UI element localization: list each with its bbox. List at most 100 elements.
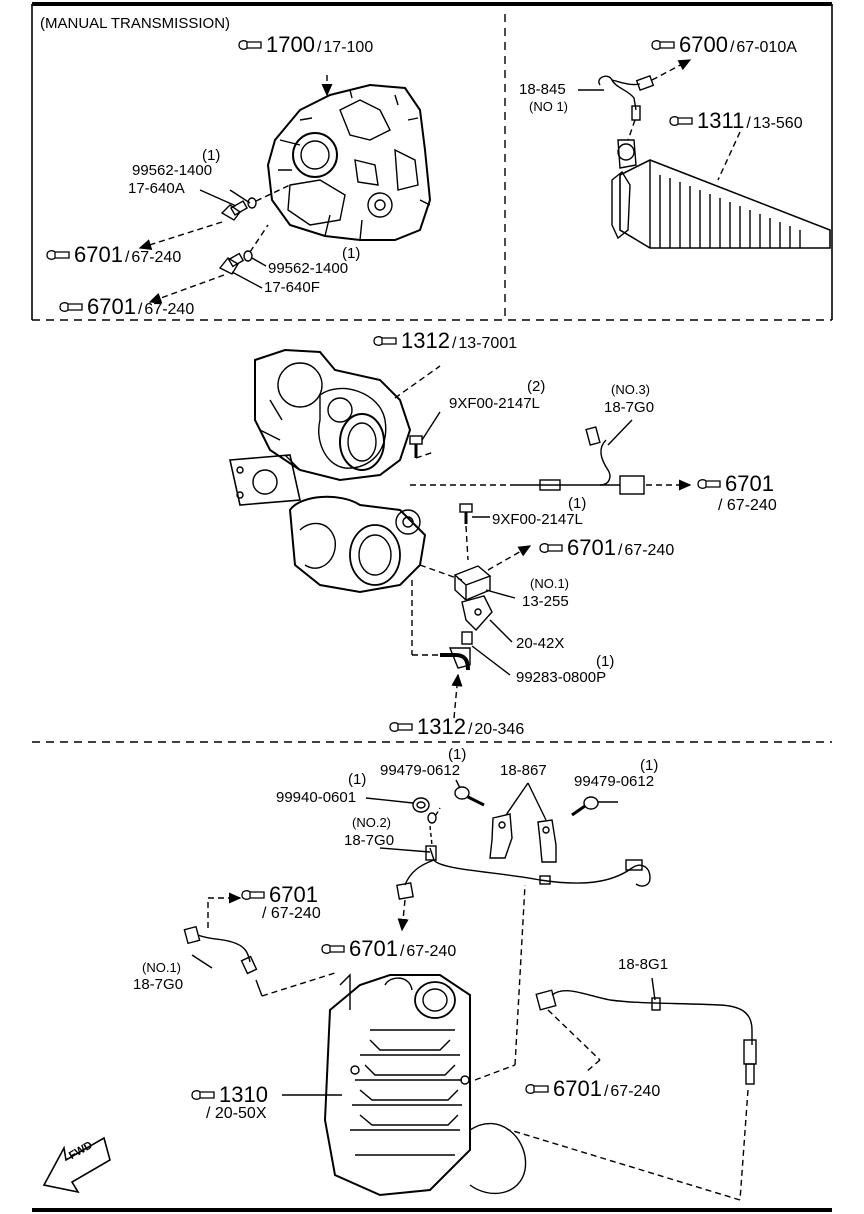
ref-page-6701-e: / 67-240 xyxy=(262,905,321,922)
ref-number: 6700 xyxy=(679,32,728,57)
ref-page-6701-c: / 67-240 xyxy=(718,497,777,514)
ref-page-1310: / 20-50X xyxy=(206,1105,267,1122)
book-ref-icon xyxy=(669,116,693,126)
ref-callout-6701-e[interactable]: 6701 xyxy=(240,884,318,906)
bolt-9XF00-2-illustration xyxy=(409,435,423,458)
ref-number: 6701 xyxy=(269,882,318,907)
ref-page: 20-50X xyxy=(214,1105,267,1122)
part-number[interactable]: 99562-1400 xyxy=(132,162,213,179)
bolt-99479-left-illustration xyxy=(454,786,485,807)
part-number[interactable]: 99479-0612 xyxy=(380,762,461,779)
fwd-arrow-icon xyxy=(42,1136,111,1194)
part-qty: (1) xyxy=(596,653,615,670)
book-ref-icon xyxy=(238,40,262,50)
ref-callout-6701-a[interactable]: 6701/67-240 xyxy=(45,244,181,267)
part-number[interactable]: 9XF00-2147L xyxy=(449,395,540,412)
part-qty: (1) xyxy=(448,746,467,763)
ref-number: 1700 xyxy=(266,32,315,57)
ref-number: 1310 xyxy=(219,1082,268,1107)
radiator-illustration xyxy=(611,139,831,249)
book-ref-icon xyxy=(241,890,265,900)
switch-17-640A-illustration xyxy=(220,197,257,221)
book-ref-icon xyxy=(539,543,563,553)
ref-callout-6701-g[interactable]: 6701/67-240 xyxy=(524,1078,660,1101)
part-number[interactable]: 17-640A xyxy=(128,180,185,197)
ref-page: 67-240 xyxy=(406,943,457,960)
part-note: (NO.1) xyxy=(530,576,569,591)
book-ref-icon xyxy=(321,944,345,954)
part-number[interactable]: 18-7G0 xyxy=(604,399,655,416)
ref-number: 6701 xyxy=(725,471,774,496)
part-qty: (1) xyxy=(342,245,361,262)
ref-page: 17-100 xyxy=(323,39,374,56)
ref-callout-6701-d[interactable]: 6701/67-240 xyxy=(538,537,674,560)
ref-number: 6701 xyxy=(74,242,123,267)
ref-page: 67-010A xyxy=(736,39,797,56)
book-ref-icon xyxy=(191,1090,215,1100)
part-qty: (1) xyxy=(640,757,659,774)
part-number[interactable]: 13-255 xyxy=(522,593,569,610)
switch-17-640F-illustration xyxy=(218,250,253,275)
sensor-no2-harness-illustration xyxy=(396,845,651,900)
part-number[interactable]: 99562-1400 xyxy=(268,260,349,277)
part-note: (NO.2) xyxy=(352,815,391,830)
bolt-99479-right-illustration xyxy=(571,796,599,817)
part-number[interactable]: 18-7G0 xyxy=(133,976,184,993)
transmission-illustration xyxy=(266,83,432,241)
ref-page: 67-240 xyxy=(144,301,195,318)
ref-number: 6701 xyxy=(87,294,136,319)
part-number[interactable]: 99283-0800P xyxy=(516,669,607,686)
catalytic-converter-illustration xyxy=(323,973,527,1197)
ref-page: 13-7001 xyxy=(458,335,518,352)
part-number[interactable]: 9XF00-2147L xyxy=(492,511,583,528)
ref-page: 67-240 xyxy=(131,249,182,266)
sensor-18-8G1-illustration xyxy=(535,989,757,1085)
ref-callout-1312-a[interactable]: 1312/13-7001 xyxy=(372,330,517,353)
part-number[interactable]: 99479-0612 xyxy=(574,773,655,790)
part-number[interactable]: 18-7G0 xyxy=(344,832,395,849)
ref-callout-6701-c[interactable]: 6701 xyxy=(696,473,774,495)
part-number[interactable]: 20-42X xyxy=(516,635,565,652)
ref-page: 67-240 xyxy=(624,542,675,559)
part-note: (NO.1) xyxy=(142,960,181,975)
part-qty: (1) xyxy=(568,495,587,512)
sensor-18-845-illustration xyxy=(598,75,655,121)
part-number[interactable]: 99940-0601 xyxy=(276,789,357,806)
ref-callout-6700[interactable]: 6700/67-010A xyxy=(650,34,797,57)
part-number[interactable]: 18-845 xyxy=(519,81,566,98)
part-qty: (2) xyxy=(527,378,546,395)
ref-callout-6701-f[interactable]: 6701/67-240 xyxy=(320,938,456,961)
nut-99940-illustration xyxy=(412,797,437,824)
ref-callout-1700[interactable]: 1700/17-100 xyxy=(237,34,373,57)
ref-number: 1312 xyxy=(417,714,466,739)
ref-number: 1312 xyxy=(401,328,450,353)
part-note: (NO.3) xyxy=(611,382,650,397)
part-number[interactable]: 17-640F xyxy=(264,279,320,296)
book-ref-icon xyxy=(46,250,70,260)
part-note: (NO 1) xyxy=(529,99,568,114)
bracket-18-867-illustration xyxy=(489,813,557,863)
ref-callout-1310[interactable]: 1310 xyxy=(190,1084,268,1106)
ref-page: 67-240 xyxy=(270,905,321,922)
ref-page: 67-240 xyxy=(610,1083,661,1100)
part-number[interactable]: 18-8G1 xyxy=(618,956,669,973)
part-number[interactable]: 18-867 xyxy=(500,762,547,779)
ref-number: 6701 xyxy=(553,1076,602,1101)
book-ref-icon xyxy=(651,40,675,50)
ref-callout-1311[interactable]: 1311/13-560 xyxy=(668,110,803,133)
bracket-20-42X-illustration xyxy=(461,595,493,632)
part-qty: (1) xyxy=(202,147,221,164)
clip-99283-illustration xyxy=(440,631,473,671)
sensor-no1-lower-illustration xyxy=(183,925,258,975)
part-qty: (1) xyxy=(348,771,367,788)
ref-page: 20-346 xyxy=(474,721,525,738)
section-title: (MANUAL TRANSMISSION) xyxy=(40,15,231,32)
ref-callout-1312-b[interactable]: 1312/20-346 xyxy=(388,716,524,739)
sensor-no3-harness-illustration xyxy=(516,426,645,495)
ref-callout-6701-b[interactable]: 6701/67-240 xyxy=(58,296,194,319)
ref-number: 6701 xyxy=(567,535,616,560)
book-ref-icon xyxy=(389,722,413,732)
book-ref-icon xyxy=(373,336,397,346)
